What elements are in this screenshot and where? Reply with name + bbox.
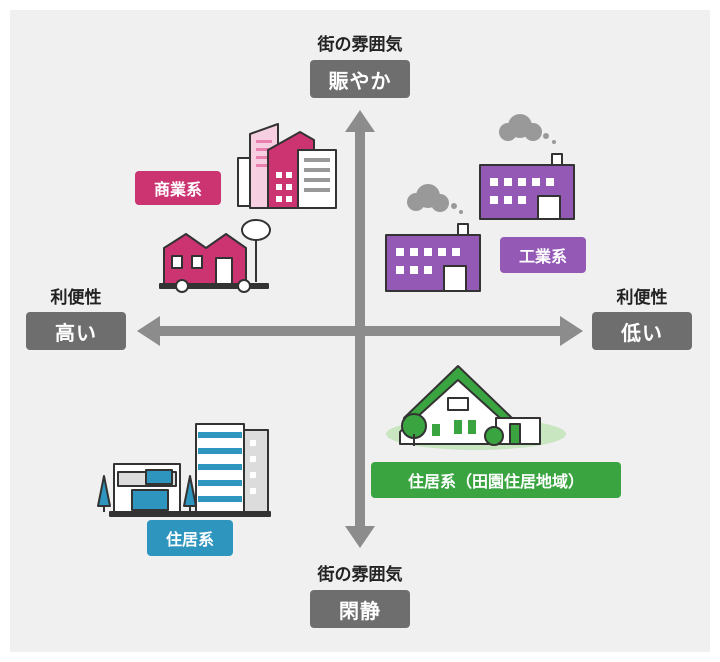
factory-icon [479, 114, 575, 220]
top-axis-caption: 街の雰囲気 [317, 35, 403, 55]
left-axis-caption: 利便性 [50, 288, 102, 308]
horizontal-axis [155, 326, 565, 336]
arrow-up-icon [345, 110, 375, 132]
left-axis-label: 高い [26, 312, 126, 350]
right-axis-caption: 利便性 [616, 288, 668, 308]
country-house-icon [386, 365, 566, 450]
industrial-zone-label: 工業系 [500, 237, 586, 273]
arrow-right-icon [560, 316, 583, 346]
rural-residential-zone-label: 住居系（田園住居地域） [371, 462, 621, 498]
low-rise-building-icon [97, 463, 271, 517]
arrow-left-icon [137, 316, 160, 346]
right-axis-label: 低い [592, 312, 692, 350]
arrow-down-icon [345, 526, 375, 548]
top-axis-label: 賑やか [310, 60, 410, 98]
residential-zone-label: 住居系 [147, 520, 233, 556]
bottom-axis-label: 閑静 [310, 590, 410, 628]
factory-icon [385, 184, 481, 292]
apartment-building-icon [195, 423, 269, 515]
commercial-zone-label: 商業系 [135, 171, 221, 205]
shop-with-sign-icon [159, 219, 271, 293]
office-buildings-icon [237, 123, 337, 209]
bottom-axis-caption: 街の雰囲気 [317, 565, 403, 585]
